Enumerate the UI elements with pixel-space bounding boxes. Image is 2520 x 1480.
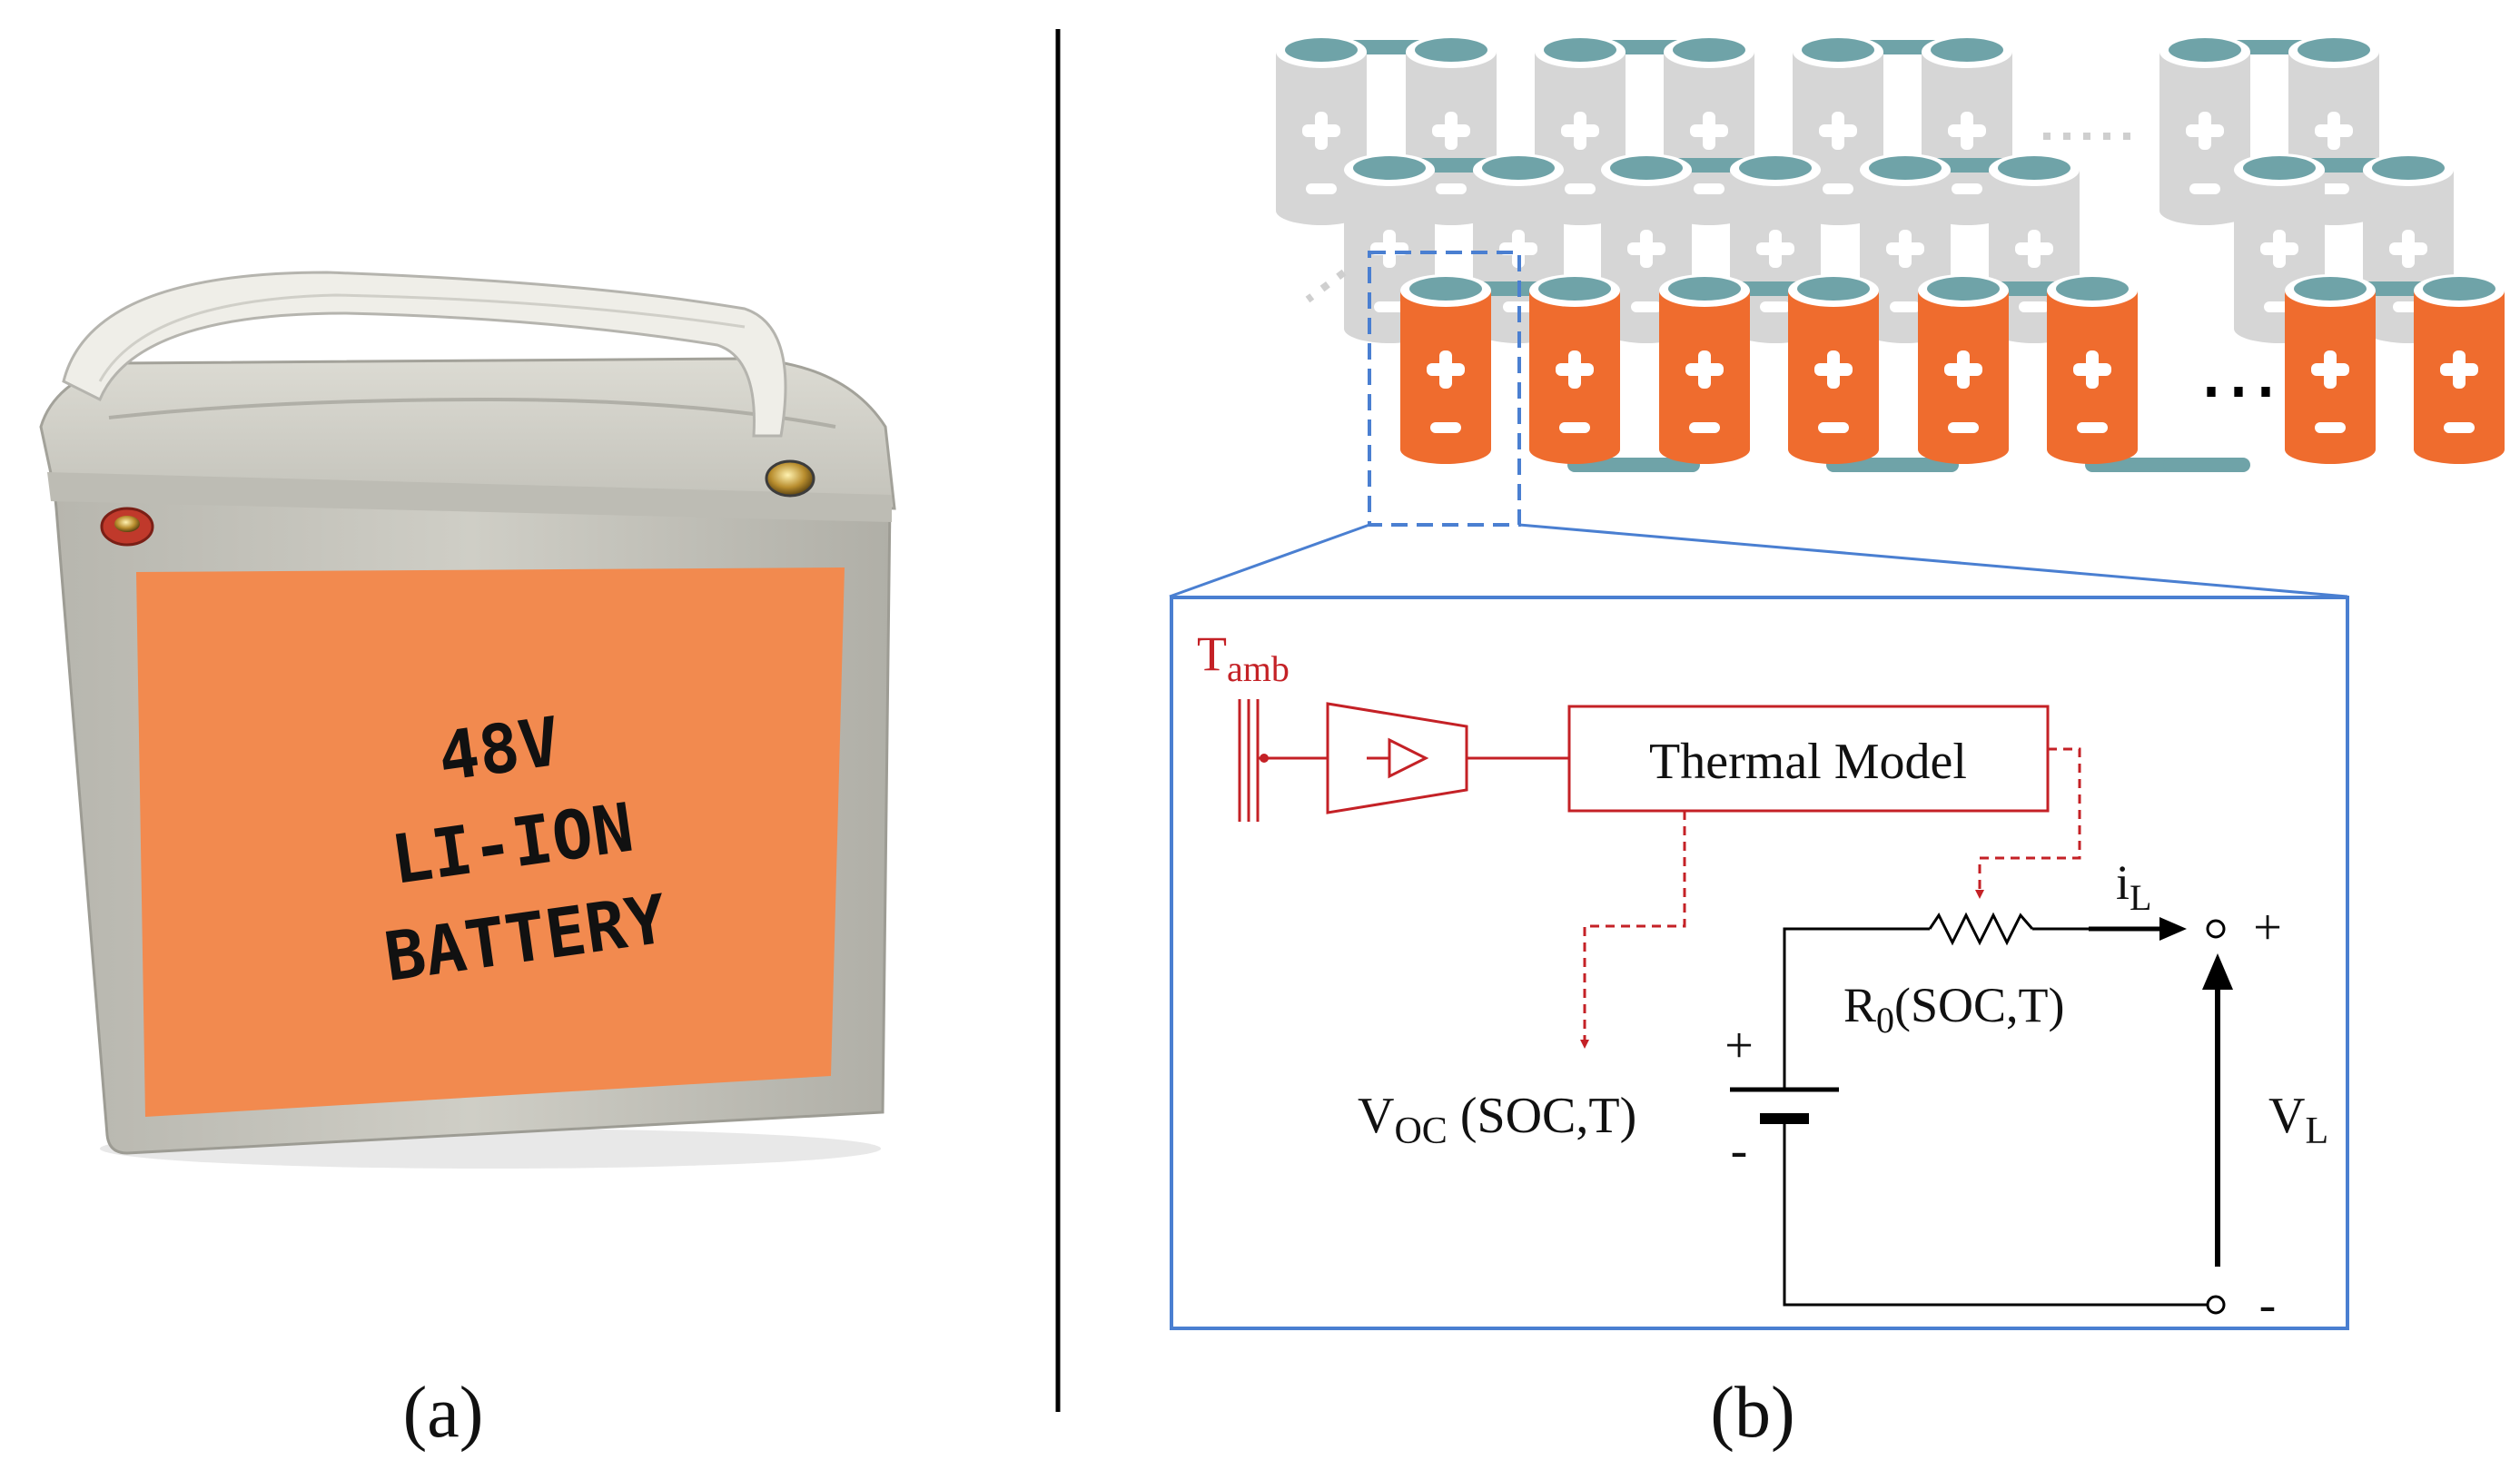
thermal-subsystem: Tamb Thermal Model (1197, 627, 2081, 1049)
zoom-line-left (1169, 523, 1370, 598)
amplifier-block-icon (1326, 702, 1569, 814)
thermal-model-box (1567, 705, 2050, 813)
negative-output-terminal (2206, 1295, 2226, 1315)
cell-array (1276, 35, 2505, 472)
battery-label-voltage: 48V (433, 703, 564, 797)
cell-front-row (1659, 274, 1750, 464)
resistor-icon (1928, 912, 2034, 946)
output-minus-sign: - (2259, 1277, 2277, 1333)
positive-output-terminal (2206, 919, 2226, 939)
cell-front-row (1788, 274, 1879, 464)
source-plus-sign: + (1724, 1018, 1754, 1074)
cell-mid-row (1601, 153, 1692, 343)
ellipsis-right: ⋯ (2198, 346, 2279, 436)
caption-a: (a) (403, 1373, 484, 1453)
cell-link-dotted (1305, 269, 1347, 303)
source-minus-sign: - (1731, 1122, 1748, 1179)
cell-front-row (1400, 274, 1491, 464)
negative-terminal-icon (765, 459, 815, 498)
equivalent-circuit (1730, 912, 2233, 1315)
ambient-source-icon (1238, 699, 1328, 822)
cell-model-frame (1170, 596, 2349, 1330)
cell-front-row (2414, 274, 2505, 464)
vl-label: VL (2268, 1088, 2328, 1152)
t-amb-label: Tamb (1197, 627, 1290, 689)
battery-label-panel (136, 567, 845, 1117)
il-label: iL (2116, 855, 2151, 918)
cell-back-row (2159, 35, 2250, 225)
cell-mid-row (1344, 153, 1435, 343)
zoom-line-right (1518, 523, 2348, 598)
voc-label: VOC (SOC,T) (1358, 1088, 1636, 1152)
r0-label: R0(SOC,T) (1843, 978, 2065, 1041)
thermal-to-resistance-link (1975, 747, 2081, 899)
battery-handle (62, 271, 787, 438)
cell-front-row (1529, 274, 1620, 464)
panel-a-battery-photo: 48V LI-ION BATTERY (39, 271, 896, 1169)
thermal-model-label: Thermal Model (1649, 734, 1967, 790)
output-plus-sign: + (2253, 900, 2282, 956)
selected-cell-highlight (1368, 251, 1521, 527)
caption-b: (b) (1710, 1373, 1794, 1453)
cell-mid-row (1860, 153, 1951, 343)
cell-front-row (2285, 274, 2376, 464)
cell-front-row (2047, 274, 2138, 464)
cell-front-row (1918, 274, 2009, 464)
